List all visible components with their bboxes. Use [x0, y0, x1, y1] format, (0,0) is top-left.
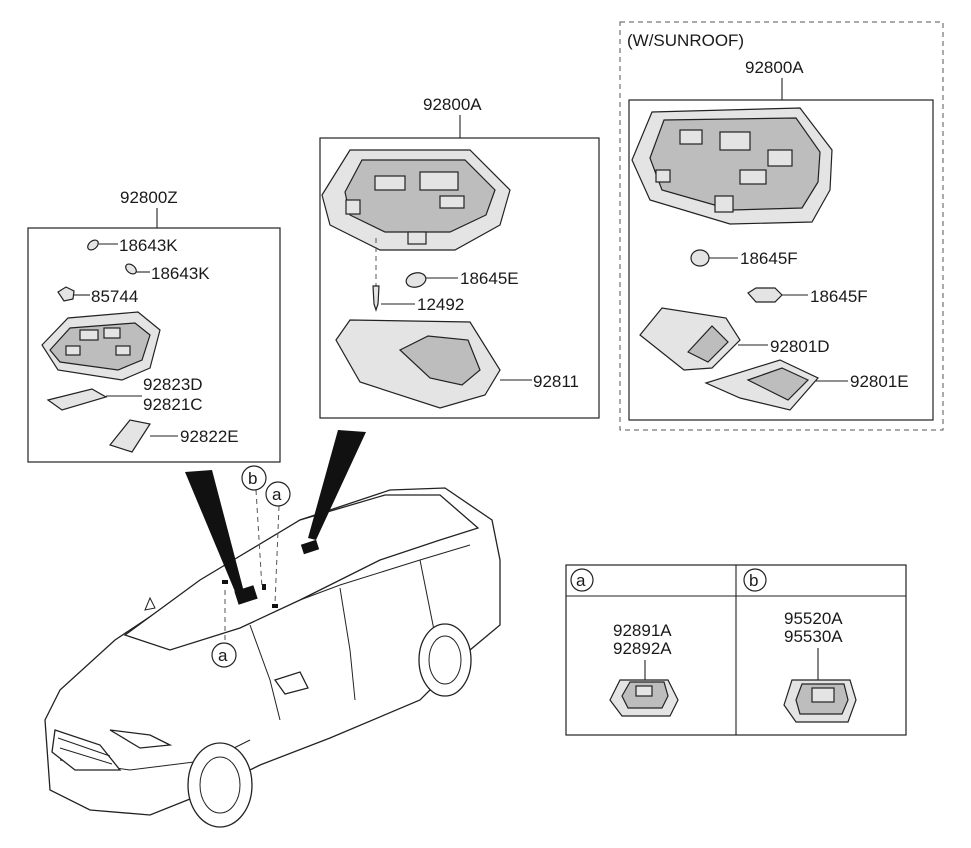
pointer-wedge-right — [308, 430, 366, 540]
group-92800z-box — [27, 227, 281, 463]
group-92800a: 92800A 12492 18645E 92811 — [319, 95, 600, 419]
bulb-part-2 — [125, 263, 150, 275]
pointer-wedge-left — [185, 470, 244, 594]
table-part-95530a: 95530A — [784, 627, 843, 646]
part-label-92801e: 92801E — [850, 372, 909, 391]
part-label-18645f-2: 18645F — [810, 287, 868, 306]
sunroof-console-housing — [631, 107, 833, 225]
cover-part-92822e — [108, 419, 178, 453]
switch-95520a — [783, 679, 857, 723]
lens-92801d — [639, 307, 768, 371]
dome-lamp-housing — [321, 149, 511, 251]
group-sunroof: (W/SUNROOF) 92800A 18645F 18645F — [619, 21, 944, 431]
callout-a-car-bottom: a — [211, 642, 237, 668]
table-header-a: a — [570, 568, 594, 592]
part-label-92821c: 92821C — [143, 395, 203, 414]
part-label-92801d: 92801D — [770, 337, 830, 356]
table-marker-a: a — [576, 571, 586, 590]
roof-lamp-rear — [300, 539, 320, 555]
bulb-part-1 — [87, 239, 118, 251]
group-92800z: 92800Z 18643K 18643K 85744 — [27, 188, 281, 463]
bulb-18645e — [405, 272, 458, 288]
group-sunroof-header: 92800A — [745, 58, 804, 77]
table-header-b: b — [743, 568, 767, 592]
callout-a-text-bottom: a — [218, 646, 228, 665]
callout-a-text-top: a — [272, 485, 282, 504]
bulb-18645f-2 — [747, 287, 808, 303]
table-marker-b: b — [749, 571, 758, 590]
part-label-92822e: 92822E — [180, 427, 239, 446]
rear-wheel — [418, 623, 472, 697]
part-label-92823d: 92823D — [143, 375, 203, 394]
group-sunroof-outline — [619, 21, 944, 431]
part-label-18645f-1: 18645F — [740, 249, 798, 268]
callout-a-car-top: a — [265, 481, 291, 507]
screw-12492 — [372, 285, 415, 312]
part-label-18643k-1: 18643K — [119, 236, 178, 255]
table-part-92892a: 92892A — [613, 639, 672, 658]
part-label-12492: 12492 — [417, 295, 464, 314]
parts-table: a b 92891A 92892A 95520A 95530A — [565, 564, 907, 736]
part-label-92811: 92811 — [533, 372, 579, 391]
car-illustration — [44, 430, 501, 828]
switch-92891a — [609, 679, 679, 717]
table-part-92891a: 92891A — [613, 621, 672, 640]
part-label-18643k-2: 18643K — [151, 264, 210, 283]
group-92800z-header: 92800Z — [120, 188, 178, 207]
lens-part-92823d — [46, 388, 142, 411]
group-92800a-header: 92800A — [423, 95, 482, 114]
overhead-console-housing — [41, 311, 161, 381]
group-92800a-box — [319, 137, 600, 419]
lens-92801e — [704, 359, 848, 411]
bulb-18645f-1 — [690, 249, 738, 267]
group-sunroof-box — [628, 99, 934, 421]
part-label-85744: 85744 — [91, 287, 138, 306]
table-part-95520a: 95520A — [784, 609, 843, 628]
callout-b-car: b — [241, 465, 267, 491]
lens-92811 — [335, 319, 532, 409]
part-label-18645e: 18645E — [460, 269, 519, 288]
clip-part — [57, 286, 90, 302]
front-wheel — [187, 742, 253, 828]
group-sunroof-title: (W/SUNROOF) — [627, 31, 744, 50]
callout-b-text: b — [248, 469, 257, 488]
